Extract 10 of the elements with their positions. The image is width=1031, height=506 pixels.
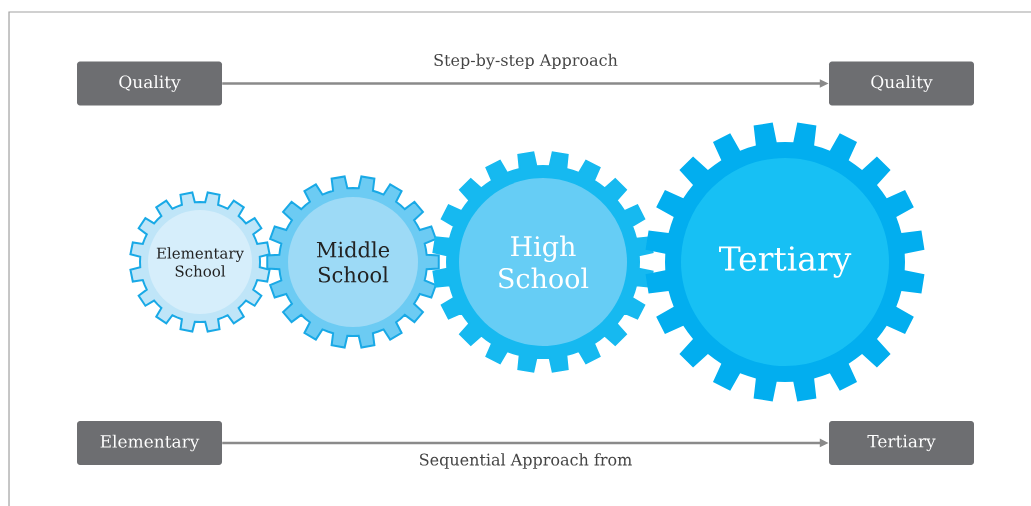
edge-label: Sequential Approach from	[420, 453, 632, 469]
label-box: Quality	[77, 61, 222, 106]
gear: Elementary School	[129, 191, 271, 333]
label-box: Tertiary	[829, 421, 974, 465]
label-box: Quality	[829, 61, 974, 106]
label-box: Elementary	[77, 421, 222, 465]
edge-label: Step-by-step Approach	[434, 53, 618, 70]
gear: Tertiary	[645, 122, 925, 402]
gear: Middle School	[266, 175, 440, 349]
gear: High School	[432, 151, 654, 373]
